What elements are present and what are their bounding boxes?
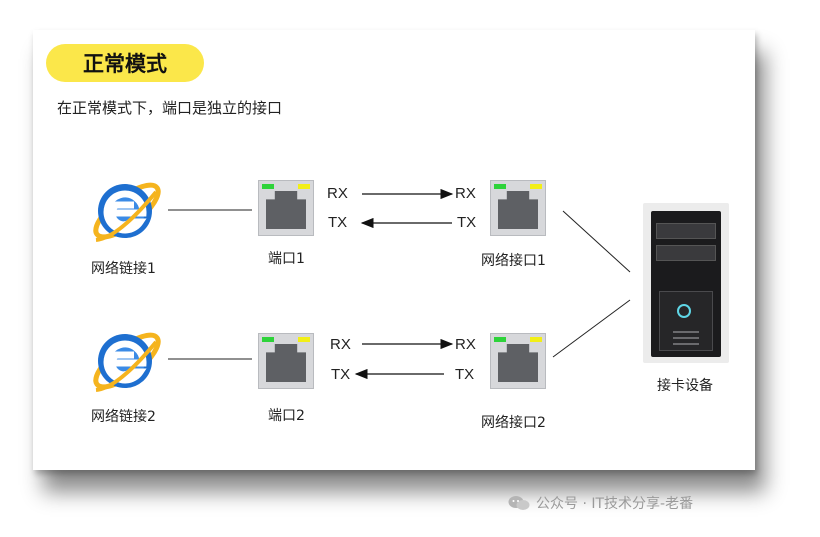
front-panel — [659, 291, 713, 351]
rx-left-1: RX — [327, 185, 348, 202]
tx-right-1: TX — [457, 214, 477, 231]
rj45-socket — [266, 191, 306, 229]
device-line-1 — [562, 210, 631, 273]
server-tower-icon — [643, 203, 729, 363]
server-chassis — [651, 211, 721, 357]
nic-label-2: 网络接口2 — [481, 415, 546, 431]
port-label-2: 端口2 — [268, 408, 305, 424]
browser-label-2: 网络链接2 — [91, 409, 156, 425]
browser-icon-1 — [93, 182, 161, 242]
link-led — [494, 184, 506, 189]
mode-title: 正常模式 — [83, 52, 167, 76]
activity-led — [530, 184, 542, 189]
tx-left-2: TX — [331, 366, 351, 383]
power-button-icon — [677, 304, 691, 318]
link-led — [262, 337, 274, 342]
rx-right-1: RX — [455, 185, 476, 202]
diagram-card — [33, 30, 755, 470]
rj45-socket — [498, 191, 538, 229]
rj45-socket — [266, 344, 306, 382]
link-led — [262, 184, 274, 189]
tx-left-1: TX — [328, 214, 348, 231]
nic-port-2 — [490, 333, 546, 389]
browser-label-1: 网络链接1 — [91, 261, 156, 277]
activity-led — [298, 184, 310, 189]
vent-slot — [673, 337, 699, 339]
device-line-2 — [552, 299, 631, 358]
port-2 — [258, 333, 314, 389]
vent-slot — [673, 331, 699, 333]
rj45-socket — [498, 344, 538, 382]
vent-slot — [673, 343, 699, 345]
tx-right-2: TX — [455, 366, 475, 383]
port-label-1: 端口1 — [268, 251, 305, 267]
wechat-icon — [508, 496, 530, 510]
mode-title-badge: 正常模式 — [46, 44, 204, 82]
browser-icon-2 — [93, 332, 161, 392]
watermark: 公众号 · IT技术分享-老番 — [508, 493, 693, 513]
drive-bay — [656, 223, 716, 239]
device-label: 接卡设备 — [657, 378, 713, 394]
activity-led — [530, 337, 542, 342]
port-1 — [258, 180, 314, 236]
activity-led — [298, 337, 310, 342]
nic-port-1 — [490, 180, 546, 236]
watermark-text: 公众号 · IT技术分享-老番 — [536, 496, 694, 512]
subtitle: 在正常模式下，端口是独立的接口 — [57, 99, 283, 117]
rx-left-2: RX — [330, 336, 351, 353]
link-led — [494, 337, 506, 342]
nic-label-1: 网络接口1 — [481, 253, 546, 269]
rx-right-2: RX — [455, 336, 476, 353]
drive-bay — [656, 245, 716, 261]
